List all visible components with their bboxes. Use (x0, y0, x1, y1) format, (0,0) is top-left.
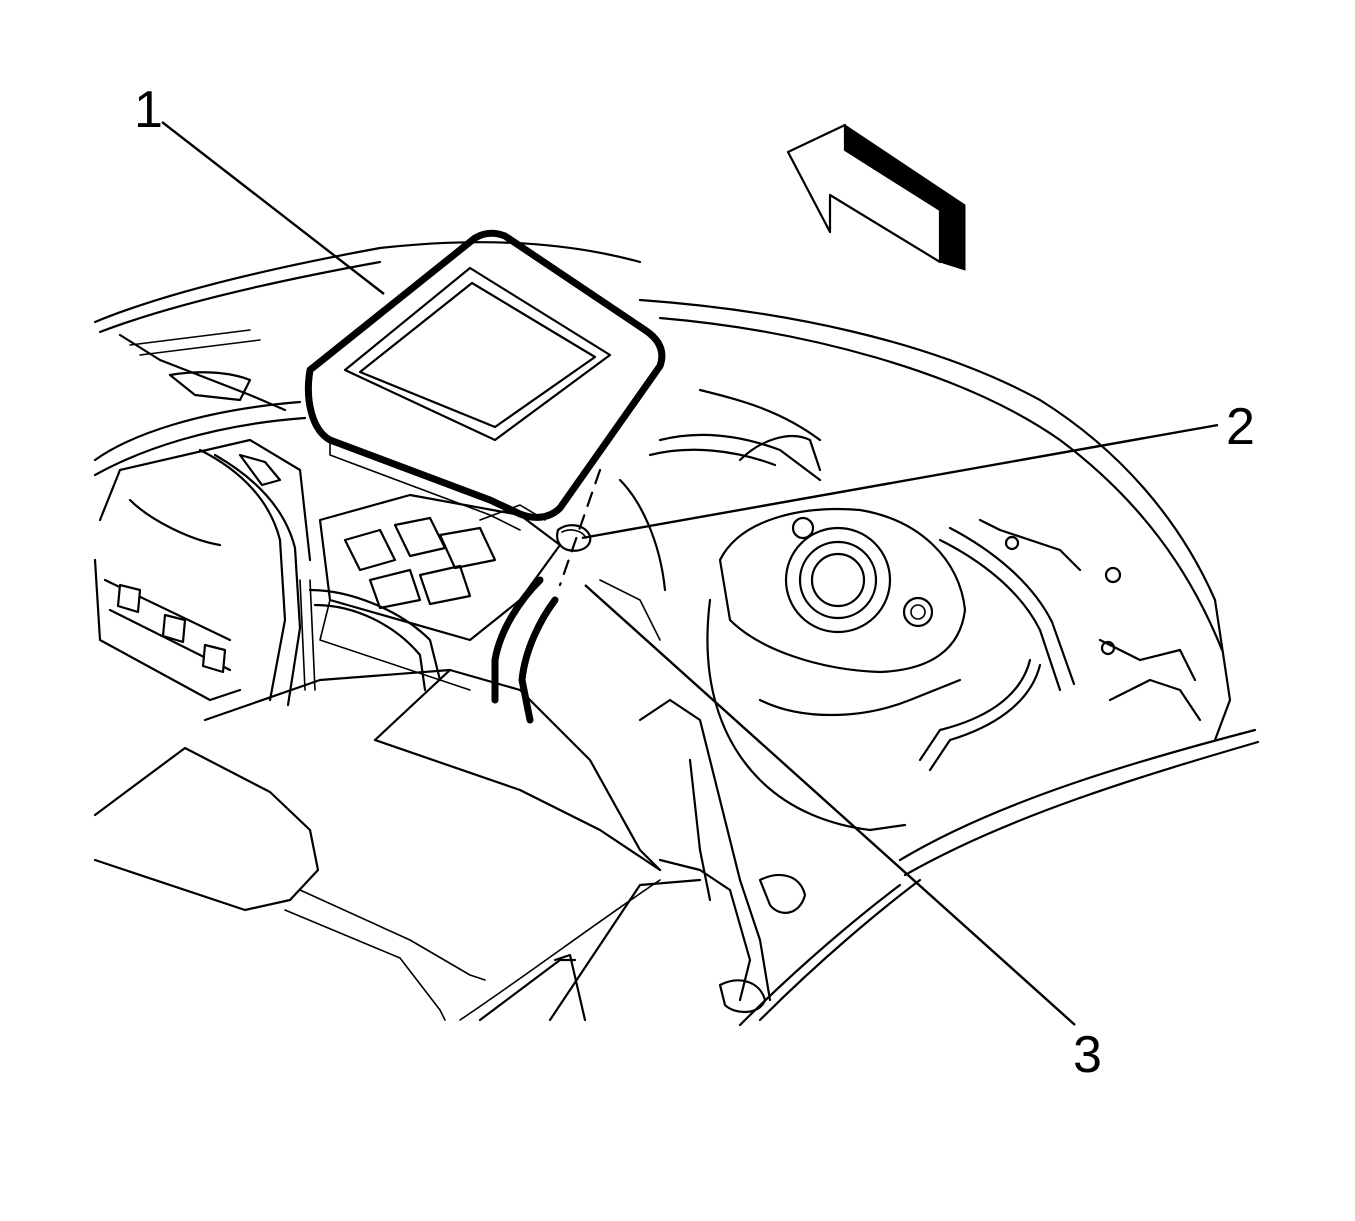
callout-3: 3 (1073, 1026, 1102, 1084)
fuse-block-stud (491, 468, 602, 724)
brake-lines (918, 518, 1202, 772)
engine-cover (93, 668, 702, 1022)
leader-line-2 (581, 423, 1219, 540)
callout-1: 1 (134, 81, 163, 139)
intake-hose (308, 588, 442, 692)
upper-right-components (599, 388, 822, 641)
left-fender-area (93, 329, 307, 477)
callout-2: 2 (1226, 398, 1255, 456)
vehicle-body-outline (93, 241, 1260, 1027)
leader-line-3 (584, 584, 1076, 1026)
callout-labels: 1 2 3 (134, 81, 1255, 1084)
lower-centre-components (638, 698, 807, 1013)
fastener-nut (556, 524, 592, 552)
leader-lines (161, 121, 1219, 1026)
front-direction-arrow-icon (786, 123, 966, 271)
strut-tower (706, 508, 967, 832)
engine-left-bank (93, 438, 316, 707)
underhood-fuse-block (318, 493, 562, 691)
fuse-block-cover (304, 229, 666, 531)
leader-line-1 (161, 121, 385, 295)
